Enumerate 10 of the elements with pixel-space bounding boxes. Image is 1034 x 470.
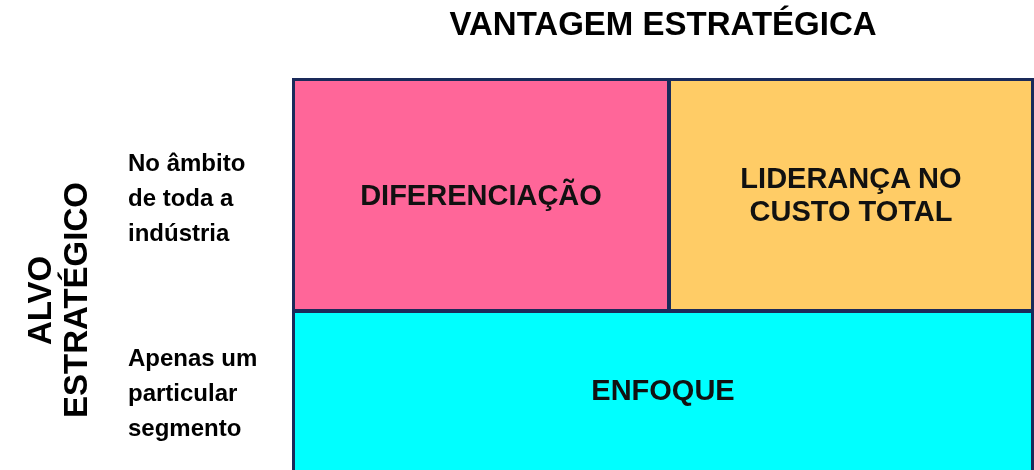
- axis-title: ALVO ESTRATÉGICO: [22, 181, 94, 420]
- box-title: DIFERENCIAÇÃO: [360, 178, 602, 212]
- strategy-box: [292, 310, 1034, 470]
- box-title: ENFOQUE: [591, 373, 735, 407]
- row-label: Apenas um particular segmento: [128, 343, 259, 443]
- strategy-box: [292, 78, 670, 312]
- axis-title: VANTAGEM ESTRATÉGICA: [448, 5, 878, 43]
- row-label: No âmbito de toda a indústria: [128, 148, 247, 248]
- strategy-box: [668, 78, 1034, 312]
- box-title: LIDERANÇA NO CUSTO TOTAL: [739, 162, 963, 228]
